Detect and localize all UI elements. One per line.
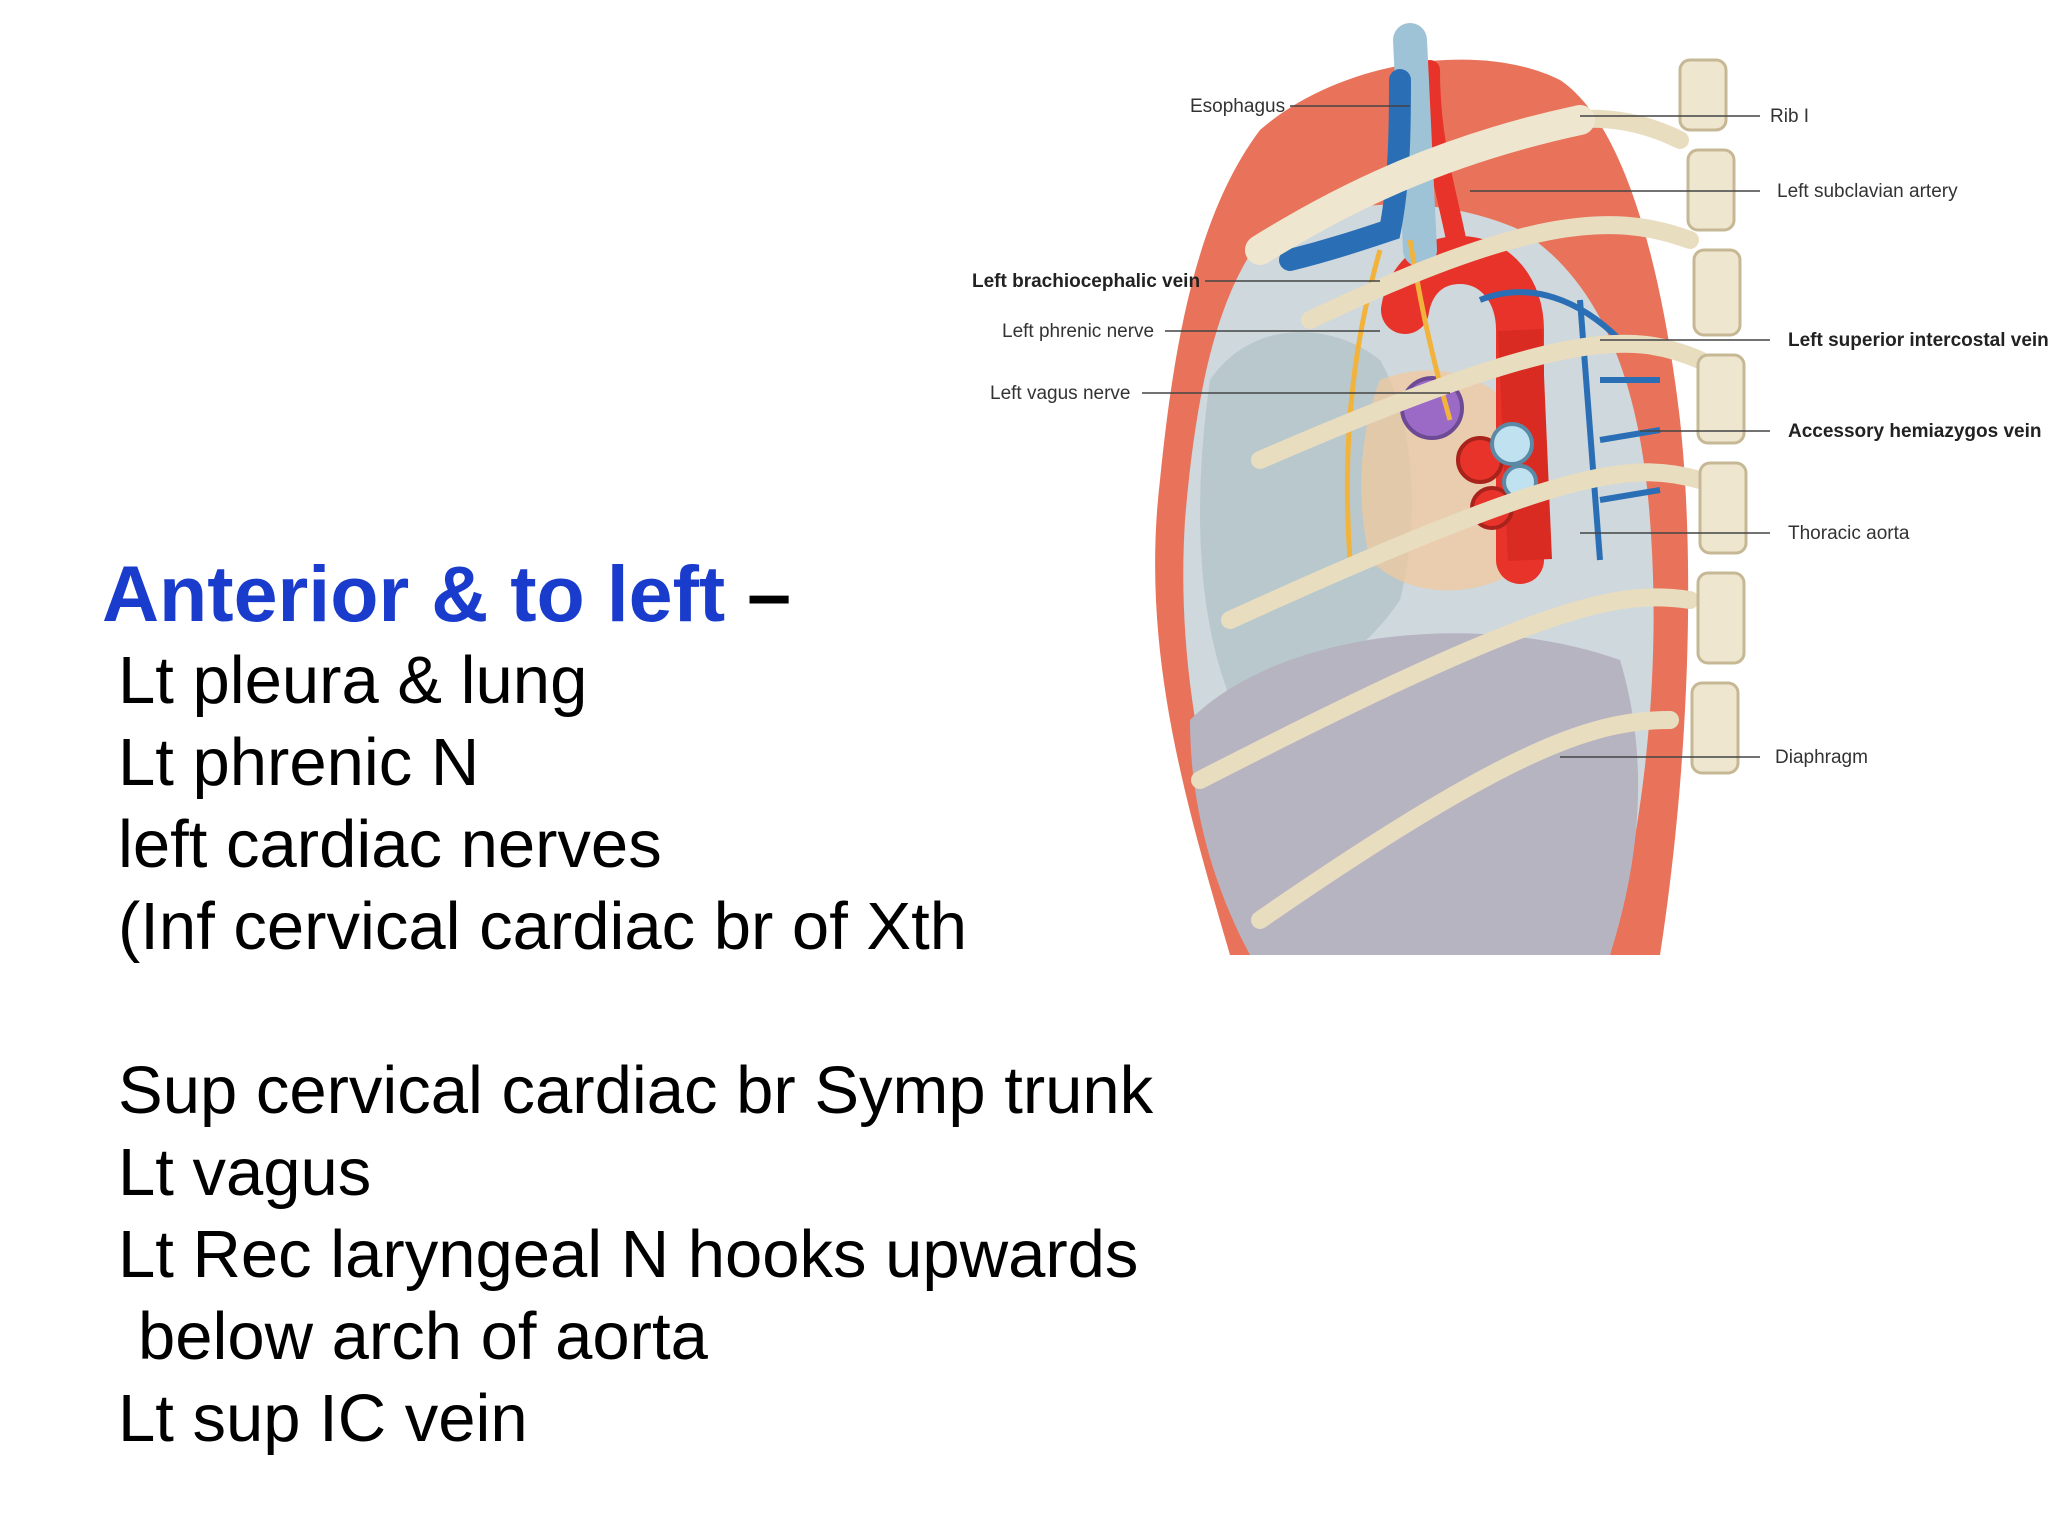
text-block: Anterior & to left – Lt pleura & lung Lt… [102, 548, 1182, 1460]
left-lung-surface [1200, 332, 1412, 720]
slide-heading: Anterior & to left – [102, 548, 1182, 640]
leader-lines [1142, 105, 1770, 758]
line-below-arch: below arch of aorta [138, 1299, 708, 1374]
bronchus-1 [1490, 422, 1534, 466]
left-vagus-nerve [1407, 239, 1453, 421]
line-inf-cervical-cardiac: (Inf cervical cardiac br of Xth [118, 889, 967, 964]
line-phrenic-nerve: Lt phrenic N [118, 725, 480, 800]
label-left-superior-intercostal-vein: Left superior intercostal vein [1788, 330, 2048, 351]
left-phrenic-nerve [1344, 249, 1383, 561]
label-left-phrenic-nerve: Left phrenic nerve [1002, 321, 1154, 342]
line-sup-cervical-cardiac: Sup cervical cardiac br Symp trunk [118, 1053, 1154, 1128]
esophagus [1393, 23, 1437, 267]
bullet-lines: Lt pleura & lung Lt phrenic N left cardi… [102, 640, 1182, 1460]
line-rec-laryngeal: Lt Rec laryngeal N hooks upwards [118, 1217, 1139, 1292]
line-cardiac-nerves: left cardiac nerves [118, 807, 662, 882]
blank-line [102, 968, 1182, 1050]
label-accessory-hemiazygos-vein: Accessory hemiazygos vein [1788, 421, 2041, 442]
rib-one [1245, 105, 1595, 265]
superior-intercostal-vein [1478, 289, 1623, 343]
ribs [1191, 109, 1709, 929]
line-lt-vagus: Lt vagus [118, 1135, 372, 1210]
heading-dash: – [725, 549, 792, 638]
label-esophagus: Esophagus [1190, 96, 1285, 117]
label-left-brachiocephalic-vein: Left brachiocephalic vein [972, 271, 1200, 292]
label-diaphragm: Diaphragm [1775, 747, 1868, 768]
left-brachiocephalic-vein [1279, 69, 1411, 271]
mediastinum-left-view: Esophagus Rib I Left subclavian artery L… [972, 23, 2048, 956]
label-rib-one: Rib I [1770, 106, 1809, 127]
label-left-subclavian-artery: Left subclavian artery [1777, 181, 1958, 202]
heading-highlight: Anterior & to left [102, 549, 726, 638]
line-pleura-lung: Lt pleura & lung [118, 643, 588, 718]
diaphragm [1190, 633, 1639, 955]
accessory-hemiazygos-vein [1577, 299, 1661, 561]
anatomy-illustration: Esophagus Rib I Left subclavian artery L… [960, 0, 2048, 960]
label-thoracic-aorta: Thoracic aorta [1788, 523, 1910, 544]
label-left-vagus-nerve: Left vagus nerve [990, 383, 1130, 404]
vertebral-column [1678, 58, 1748, 775]
line-sup-ic-vein: Lt sup IC vein [118, 1381, 528, 1456]
